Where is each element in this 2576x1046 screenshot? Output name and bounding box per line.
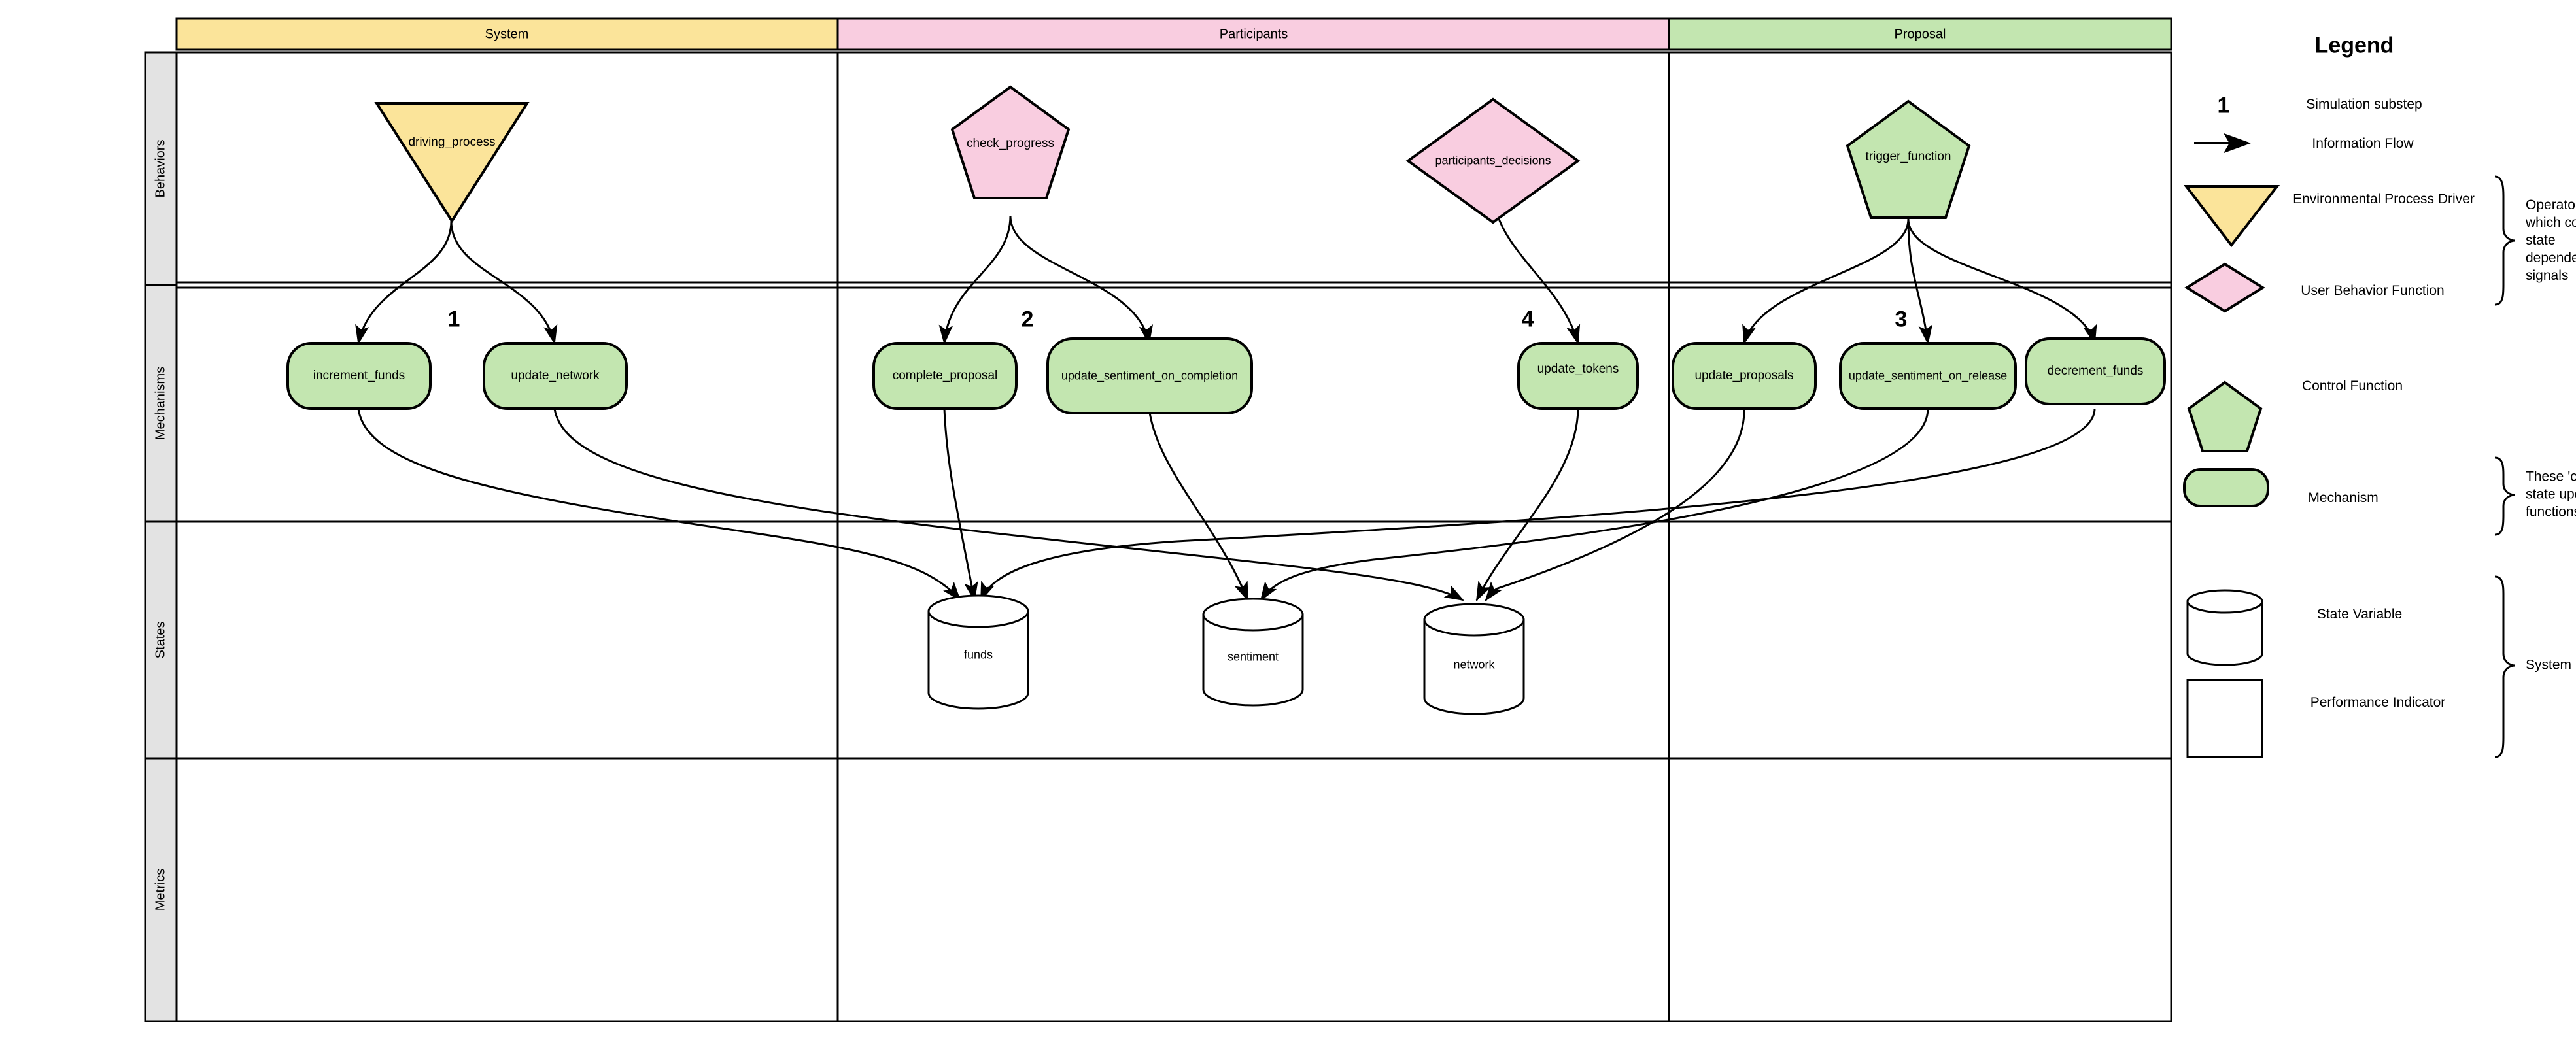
row-header-behaviors-bg <box>144 51 178 286</box>
mechanism-icon <box>2183 468 2269 507</box>
performance-indicator-icon <box>2186 679 2263 758</box>
control-function-icon <box>2187 380 2263 452</box>
user-behavior-function-icon <box>2184 262 2265 313</box>
edge-update_sentiment_on_release-sentiment <box>1260 408 1929 601</box>
edge-check_progress-update_sentiment_on_completion <box>1009 215 1154 345</box>
edge-decrement_funds-funds <box>980 408 2096 602</box>
node-decrement_funds[interactable] <box>2025 337 2166 405</box>
node-update_sentiment_on_completion[interactable] <box>1046 337 1253 414</box>
row-header-metrics-bg <box>144 757 178 1022</box>
edge-update_tokens-network <box>1475 408 1579 602</box>
node-complete_proposal[interactable] <box>872 342 1018 410</box>
edge-complete_proposal-funds <box>943 408 978 602</box>
edge-update_proposals-network <box>1485 408 1745 601</box>
state-update-brace-icon <box>2494 456 2516 536</box>
node-check_progress[interactable] <box>950 85 1071 199</box>
row-header-mechanisms-bg <box>144 284 178 523</box>
node-participants_decisions[interactable] <box>1405 97 1581 224</box>
node-update_tokens[interactable] <box>1517 342 1639 410</box>
node-update_network[interactable] <box>483 342 628 410</box>
environmental-process-driver-icon <box>2183 185 2280 248</box>
edge-update_sentiment_on_completion-sentiment <box>1148 408 1249 602</box>
node-sentiment[interactable] <box>1202 598 1304 707</box>
column-header-proposal <box>1668 17 2172 51</box>
state-variable-icon <box>2186 589 2263 666</box>
node-funds[interactable] <box>927 594 1029 710</box>
node-update_proposals[interactable] <box>1672 342 1817 410</box>
row-header-states-bg <box>144 520 178 760</box>
edge-trigger_function-decrement_funds <box>1907 218 2097 345</box>
behavior-nodes <box>374 85 1971 224</box>
operators-brace-icon <box>2494 175 2516 306</box>
node-trigger_function[interactable] <box>1846 99 1971 219</box>
column-header-system <box>175 17 839 51</box>
edges-behaviors-to-mechanisms <box>355 189 2097 345</box>
legend-glyphs <box>2183 133 2516 758</box>
edge-increment_funds-funds <box>357 408 961 601</box>
node-network[interactable] <box>1423 603 1525 715</box>
edge-update_network-network <box>553 408 1465 601</box>
edge-driving_process-increment_funds <box>355 220 453 345</box>
mechanism-nodes <box>286 337 2166 414</box>
grid-frame <box>144 17 2172 1022</box>
node-driving_process[interactable] <box>374 102 530 224</box>
column-header-participants <box>836 17 1670 51</box>
edge-driving_process-update_network <box>450 220 558 345</box>
edge-trigger_function-update_sentiment_on_release <box>1907 218 1933 345</box>
node-update_sentiment_on_release[interactable] <box>1839 342 2017 410</box>
state-nodes <box>927 594 1525 715</box>
edges-mechanisms-to-states <box>357 408 2096 602</box>
grid-body-outline <box>175 51 2172 1022</box>
node-increment_funds[interactable] <box>286 342 432 410</box>
system-data-brace-icon <box>2494 575 2516 758</box>
edge-trigger_function-update_proposals <box>1742 218 1910 345</box>
edge-check_progress-complete_proposal <box>938 215 1012 345</box>
